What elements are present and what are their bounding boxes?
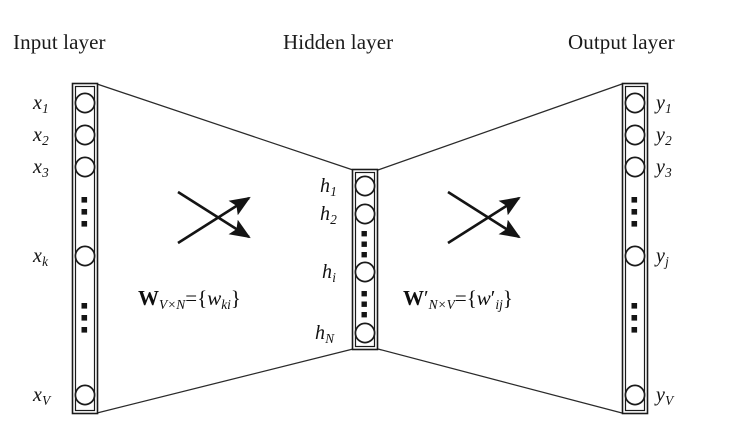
output-unit-label-v: yV [656,384,674,408]
weight-matrix-symbol-w: W [138,286,159,310]
weight-element-symbol-w: w [207,286,222,310]
weight-matrix-prime-mark: ′ [424,286,429,310]
weight-element-prime-mark: ′ [490,286,496,310]
output-unit-sub-1: 1 [665,100,672,116]
input-layer-nodes [74,92,96,406]
output-unit-sub-3: 3 [665,164,672,180]
output-unit-base-j: y [656,245,665,267]
input-unit-label-v: xV [33,384,51,408]
weight-element-sub-ij: ij [495,297,503,313]
hidden-unit-label-1: h1 [320,175,337,199]
hidden-unit-base-n: h [315,322,325,344]
input-to-hidden-envelope [96,83,354,414]
weight-matrix-dims-vn: V×N [159,297,186,313]
output-unit-label-j: yj [656,245,669,269]
hidden-layer-nodes [354,175,376,344]
hidden-layer-box [351,168,379,351]
hidden-unit-base-i: h [322,261,332,283]
output-unit-base-2: y [656,124,665,146]
hidden-unit-base-1: h [320,175,330,197]
hidden-unit-label-i: hi [322,261,336,285]
hidden-unit-base-2: h [320,203,330,225]
output-unit-base-v: y [656,384,665,406]
output-layer-nodes [624,92,646,406]
weight-close-brace-2: } [502,286,513,310]
output-layer-ellipsis-upper [631,197,638,227]
output-unit-base-3: y [656,156,665,178]
input-unit-label-2: x2 [33,124,49,148]
hidden-unit-label-2: h2 [320,203,337,227]
hidden-unit-sub-1: 1 [330,183,337,199]
weight-open-brace-1: { [197,286,208,310]
weight-matrix-symbol-w-prime: W [403,286,424,310]
weight-open-brace-2: { [466,286,477,310]
weight-equals-sign-1: = [185,286,198,310]
input-unit-label-1: x1 [33,92,49,116]
weight-element-sub-ki: ki [221,297,231,313]
input-unit-sub-3: 3 [42,164,49,180]
hidden-layer-ellipsis-upper [361,231,367,258]
output-unit-label-3: y3 [656,156,672,180]
hidden-to-output-envelope [377,83,623,414]
input-unit-sub-v: V [42,392,51,408]
hidden-layer-ellipsis-lower [361,291,367,318]
hidden-unit-label-n: hN [315,322,335,346]
output-unit-sub-v: V [665,392,674,408]
right-crossing-arrows [447,190,521,245]
weight-close-brace-1: } [230,286,241,310]
input-layer-ellipsis-upper [81,197,88,227]
weight-label-input-to-hidden: WV×N={wki} [138,286,241,313]
output-unit-label-2: y2 [656,124,672,148]
weight-matrix-dims-nv: N×V [428,297,455,313]
input-unit-base-k: x [33,245,42,267]
hidden-unit-sub-2: 2 [330,211,337,227]
input-unit-sub-1: 1 [42,100,49,116]
input-layer-heading: Input layer [13,30,106,54]
input-unit-base-v: x [33,384,42,406]
input-unit-label-3: x3 [33,156,49,180]
input-layer-ellipsis-lower [81,303,88,333]
hidden-unit-sub-i: i [332,269,336,285]
output-layer-heading: Output layer [568,30,675,54]
output-unit-sub-2: 2 [665,132,672,148]
input-unit-base-1: x [33,92,42,114]
output-unit-label-1: y1 [656,92,672,116]
output-layer-ellipsis-lower [631,303,638,333]
weight-element-symbol-w-prime: w [476,286,491,310]
hidden-layer-heading: Hidden layer [283,30,394,54]
input-unit-base-2: x [33,124,42,146]
input-unit-label-k: xk [33,245,48,269]
output-unit-base-1: y [656,92,665,114]
input-unit-sub-k: k [42,253,48,269]
weight-equals-sign-2: = [454,286,467,310]
input-unit-sub-2: 2 [42,132,49,148]
left-crossing-arrows [177,190,251,245]
output-unit-sub-j: j [665,253,669,269]
weight-label-hidden-to-output: W′N×V={w′ij} [403,286,513,313]
input-unit-base-3: x [33,156,42,178]
hidden-unit-sub-n: N [325,330,335,346]
